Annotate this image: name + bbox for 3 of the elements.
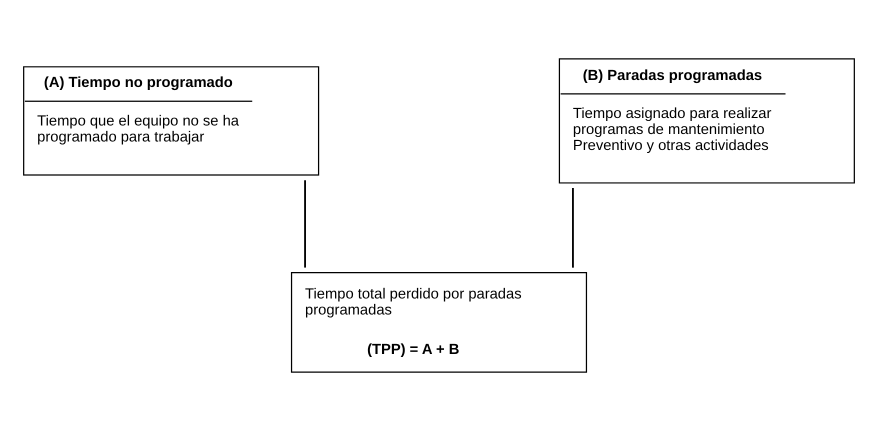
node-box: Tiempo total perdido por paradas programadas (TPP) = A + B	[290, 272, 588, 373]
connector	[304, 180, 306, 268]
connector	[572, 188, 574, 268]
